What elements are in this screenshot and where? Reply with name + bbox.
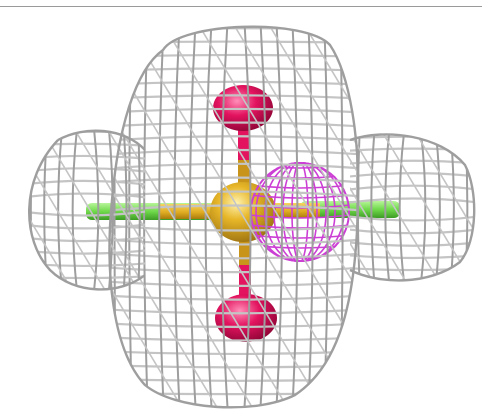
left-lobe-outline (28, 129, 146, 291)
vertical-lobe-outline (108, 25, 360, 409)
central-atom (210, 182, 276, 242)
right-lobe-outline (349, 133, 476, 282)
top-divider (0, 6, 482, 7)
